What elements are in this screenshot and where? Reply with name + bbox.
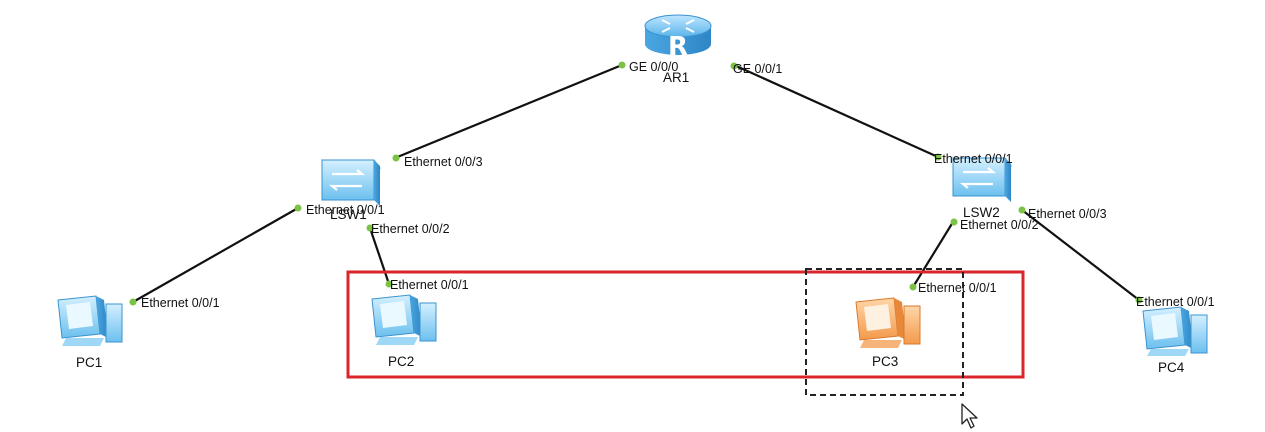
port-dot-lsw2-e003 — [1018, 206, 1026, 214]
link-ar1-lsw1[interactable] — [394, 63, 623, 160]
device-label-ar1: AR1 — [663, 70, 689, 85]
device-label-lsw2: LSW2 — [963, 205, 1000, 220]
port-label-lsw1-e003: Ethernet 0/0/3 — [404, 155, 483, 169]
pc-icon — [855, 297, 921, 348]
svg-text:R: R — [668, 32, 688, 62]
device-label-lsw1: LSW1 — [330, 207, 367, 222]
port-label-lsw1-e001: Ethernet 0/0/1 — [306, 203, 385, 217]
port-dots — [129, 61, 1143, 306]
port-label-lsw2-e001: Ethernet 0/0/1 — [934, 152, 1013, 166]
pc-pc2[interactable]: PC2 — [371, 294, 437, 369]
pc-pc4[interactable]: PC4 — [1142, 306, 1208, 375]
pc-pc1[interactable]: PC1 — [57, 295, 123, 370]
router-icon: R — [644, 14, 712, 62]
pc-pc3[interactable]: PC3 — [855, 297, 921, 369]
link-lsw1-pc1[interactable] — [132, 207, 299, 303]
switch-lsw2[interactable]: LSW2 — [952, 157, 1012, 220]
port-label-lsw1-e002: Ethernet 0/0/2 — [371, 222, 450, 236]
port-dot-ar1-ge001 — [730, 62, 738, 70]
link-lsw1-pc2[interactable] — [368, 227, 391, 285]
link-ar1-lsw2[interactable] — [733, 63, 939, 159]
device-label-pc4: PC4 — [1158, 360, 1185, 375]
port-dot-lsw1-e003 — [392, 154, 400, 162]
port-dot-pc2-e001 — [385, 280, 393, 288]
router-ar1[interactable]: R AR1 — [644, 14, 712, 85]
link-lsw2-pc3[interactable] — [912, 221, 954, 288]
switch-icon — [952, 157, 1012, 202]
link-lsw2-pc4[interactable] — [1021, 209, 1140, 301]
device-label-pc2: PC2 — [388, 354, 414, 369]
port-label-ar1-ge000: GE 0/0/0 — [629, 60, 678, 74]
highlight-box — [346, 270, 1025, 379]
port-label-ar1-ge001: GE 0/0/1 — [733, 62, 782, 76]
port-dot-lsw2-e002 — [950, 218, 958, 226]
port-dot-lsw1-e001 — [294, 204, 302, 212]
port-dot-lsw1-e002 — [366, 224, 374, 232]
device-label-pc1: PC1 — [76, 355, 102, 370]
mouse-pointer-icon — [961, 403, 978, 429]
pc-icon — [57, 295, 123, 346]
selection-box — [805, 268, 964, 396]
port-dot-ar1-ge000 — [618, 61, 626, 69]
port-label-pc4-e001: Ethernet 0/0/1 — [1136, 295, 1215, 309]
switch-lsw1[interactable]: LSW1 — [321, 159, 381, 222]
port-dot-lsw2-e001 — [934, 153, 942, 161]
port-label-pc1-e001: Ethernet 0/0/1 — [141, 296, 220, 310]
port-label-lsw2-e002: Ethernet 0/0/2 — [960, 218, 1039, 232]
device-label-pc3: PC3 — [872, 354, 898, 369]
port-dot-pc4-e001 — [1135, 296, 1143, 304]
pc-icon — [1142, 306, 1208, 356]
port-dot-pc1-e001 — [129, 298, 137, 306]
port-dot-pc3-e001 — [909, 283, 917, 291]
port-label-pc3-e001: Ethernet 0/0/1 — [918, 281, 997, 295]
port-label-pc2-e001: Ethernet 0/0/1 — [390, 278, 469, 292]
port-labels: GE 0/0/0 GE 0/0/1 Ethernet 0/0/3 Etherne… — [141, 60, 1215, 310]
switch-icon — [321, 159, 381, 206]
port-label-lsw2-e003: Ethernet 0/0/3 — [1028, 207, 1107, 221]
links — [132, 63, 1140, 303]
pc-icon — [371, 294, 437, 345]
